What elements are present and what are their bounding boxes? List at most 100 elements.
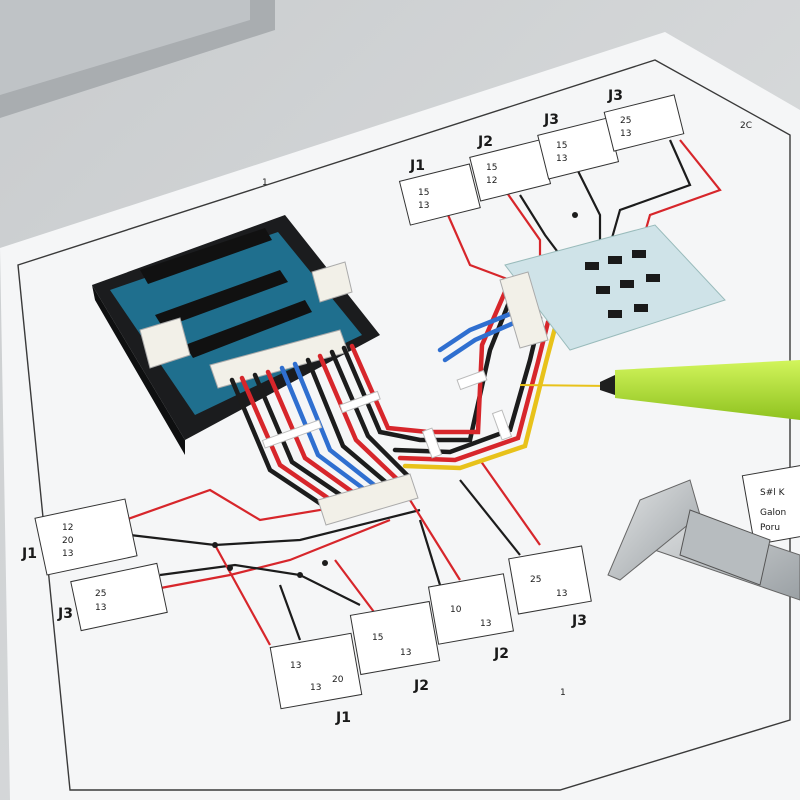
header-pins — [140, 228, 312, 358]
vernier-caliper — [607, 479, 800, 601]
connector-pin-label: 13 — [480, 619, 491, 629]
wire-harness — [229, 289, 558, 513]
harness-wire — [437, 307, 523, 353]
relay-board — [499, 224, 726, 351]
wire-j3-top — [574, 164, 602, 245]
harness-wire — [402, 325, 558, 471]
connector-label: J2 — [493, 646, 509, 662]
connector-pin-label: 13 — [400, 648, 411, 658]
controller-board — [92, 215, 380, 455]
connector-top-j1: J1 15 13 — [398, 158, 481, 226]
connector-pin-label: 20 — [62, 536, 74, 546]
title-block-line: Galon — [760, 508, 786, 518]
wire-j3b-top — [608, 139, 692, 246]
wire-left-j1-black — [129, 508, 421, 547]
connector-pin-label: 13 — [62, 549, 73, 559]
connector-pin-label: 20 — [332, 675, 344, 685]
connector-pin-label: 13 — [290, 661, 301, 671]
harness-wire — [317, 353, 401, 483]
connector-bottom-j2: J2 15 13 — [349, 600, 441, 694]
schematic-lines — [124, 139, 722, 646]
board-connector-left — [139, 317, 191, 369]
connector-pin-label: 25 — [620, 116, 631, 126]
wire-bottom-j3 — [459, 479, 521, 556]
connector-label: J2 — [413, 678, 429, 694]
harness-wire — [305, 357, 391, 487]
connector-bottom-j2b: J2 10 13 — [427, 573, 515, 662]
harness-wire — [252, 372, 351, 503]
connector-pin-label: 15 — [372, 633, 383, 643]
connector-bottom-j3: J3 25 13 — [508, 545, 592, 629]
harness-wire — [341, 297, 513, 443]
caliper-slider — [679, 509, 771, 586]
wire-left-j1 — [124, 488, 381, 522]
relay-board-connector — [499, 271, 549, 349]
connector-label: J1 — [21, 546, 37, 562]
wire-left-j3 — [149, 518, 391, 592]
relay-components — [585, 250, 660, 318]
harness-wire — [397, 319, 551, 463]
connector-pin-label: 13 — [620, 129, 631, 139]
connector-pin-label: 25 — [530, 575, 541, 585]
harness-wire — [329, 349, 411, 479]
marker-tip — [600, 375, 615, 395]
connector-pin-label: 15 — [486, 163, 497, 173]
connector-pin-label: 13 — [418, 201, 429, 211]
marker-body — [615, 360, 800, 420]
board-connector-right — [311, 261, 353, 303]
wire-left-j3-black — [159, 563, 361, 606]
board-enclosure-side — [92, 285, 185, 455]
wire-bottom-j1-b — [278, 584, 302, 641]
connector-pin-label: 13 — [556, 589, 567, 599]
connector-left-j3: J3 25 13 — [57, 562, 168, 632]
connector-pin-label: 15 — [418, 188, 429, 198]
marker-line — [519, 384, 611, 387]
title-block: S#l K Galon Poru — [741, 464, 800, 546]
connector-label: J3 — [543, 112, 559, 128]
wire-bottom-j1 — [214, 544, 271, 646]
harness-wire — [265, 369, 361, 499]
connector-pin-label: 12 — [62, 523, 73, 533]
harness-wire — [279, 365, 371, 495]
relay-pcb — [504, 224, 726, 351]
monitor-base — [0, 0, 250, 95]
title-block-line: Poru — [760, 523, 780, 533]
wire-j2-top — [519, 194, 561, 256]
connector-top-j3b: J3 25 13 — [603, 88, 685, 152]
junction-dots — [212, 212, 603, 578]
wire-bottom-j2 — [334, 559, 381, 621]
sheet-mark-bottom: 1 — [560, 688, 566, 698]
connector-pin-label: 15 — [556, 141, 567, 151]
connector-label: J1 — [335, 710, 351, 726]
harness-connector-bottom — [317, 473, 419, 526]
connector-label: J3 — [571, 613, 587, 629]
highlighter-marker — [519, 360, 800, 420]
connector-bottom-j1: J1 13 13 20 — [269, 632, 363, 726]
harness-wire — [229, 377, 333, 513]
paper-border — [17, 59, 791, 791]
connector-pin-label: 13 — [95, 603, 106, 613]
connector-label: J2 — [477, 134, 493, 150]
connector-pin-label: 10 — [450, 605, 462, 615]
wire-bottom-j2b-black — [418, 519, 442, 586]
harness-wire — [292, 361, 381, 491]
sheet-mark-top-right: 2C — [740, 121, 752, 131]
title-block-line: S#l K — [760, 488, 786, 498]
wire-bottom-j3-red — [479, 459, 541, 546]
caliper-jaw — [607, 479, 701, 581]
connector-pin-label: 13 — [556, 154, 567, 164]
wire-j2-top-red — [504, 189, 542, 260]
connector-label: J1 — [409, 158, 425, 174]
harness-wire — [239, 375, 341, 508]
sheet-mark-top-left: 1 — [262, 178, 268, 188]
wire-j1-top — [446, 214, 511, 282]
wire-bottom-j2b — [409, 499, 461, 581]
connector-pin-label: 12 — [486, 176, 497, 186]
connector-top-j2: J2 15 12 — [469, 134, 552, 202]
connector-label: J3 — [607, 88, 623, 104]
cable-ties — [261, 369, 513, 459]
connector-label: J3 — [57, 606, 73, 622]
connector-top-j3: J3 15 13 — [537, 112, 620, 180]
pcb — [110, 232, 362, 415]
